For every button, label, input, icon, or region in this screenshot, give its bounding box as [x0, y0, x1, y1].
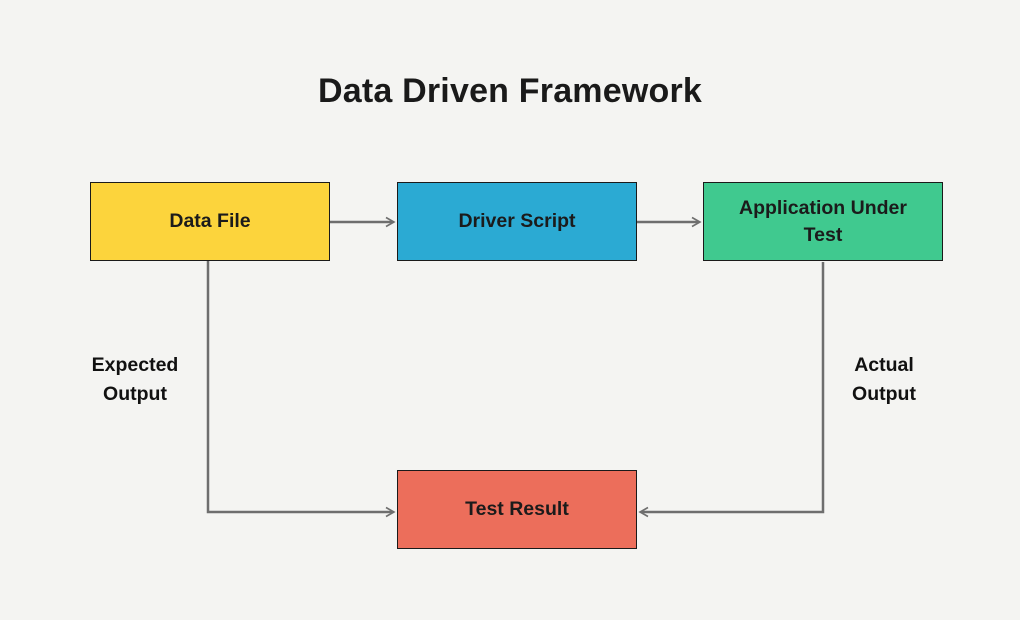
node-test-result-label: Test Result — [465, 498, 569, 521]
edge-label-expected-output: Expected Output — [91, 354, 179, 405]
node-driver-script: Driver Script — [397, 182, 637, 261]
connector-aut-to-testresult — [638, 262, 825, 518]
node-application-under-test: Application Under Test — [703, 182, 943, 261]
edge-label-actual-output: Actual Output — [852, 354, 916, 405]
node-driver-script-label: Driver Script — [458, 210, 576, 233]
node-data-file-label: Data File — [169, 210, 251, 233]
diagram-title: Data Driven Framework — [317, 72, 702, 110]
connector-datafile-to-testresult — [206, 261, 396, 518]
node-data-file: Data File — [90, 182, 330, 261]
node-application-under-test-label: Application Under Test — [739, 197, 907, 246]
node-test-result: Test Result — [397, 470, 637, 549]
